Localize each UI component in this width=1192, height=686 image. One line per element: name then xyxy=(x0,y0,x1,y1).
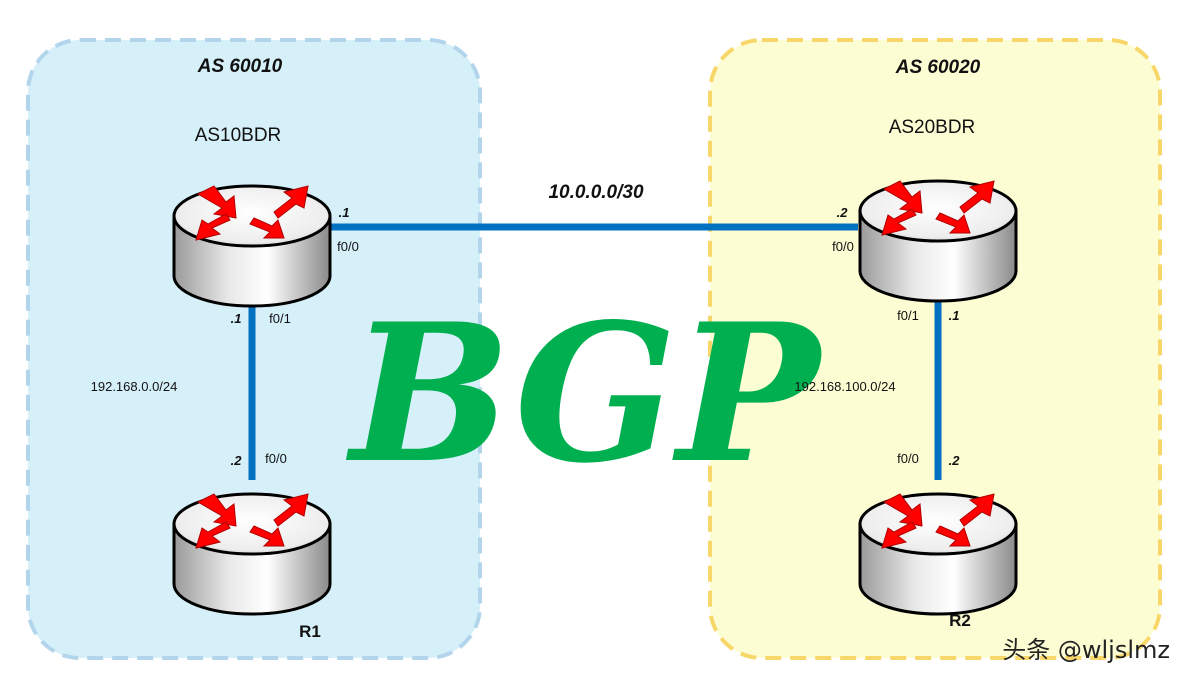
router-icon xyxy=(858,179,1018,303)
router-r2[interactable] xyxy=(858,492,1018,616)
wan-subnet-label: 10.0.0.0/30 xyxy=(548,182,644,203)
wan-left-host: .1 xyxy=(339,205,350,220)
lan-right-bottom-host: .2 xyxy=(949,453,961,468)
router-icon xyxy=(172,184,332,308)
router-r1[interactable] xyxy=(172,492,332,616)
lan-left-bottom-iface: f0/0 xyxy=(265,451,287,466)
router-as20bdr[interactable] xyxy=(858,179,1018,303)
zone-title-right: AS 60020 xyxy=(895,57,981,78)
router-name-as20bdr: AS20BDR xyxy=(889,117,976,138)
router-as10bdr[interactable] xyxy=(172,184,332,308)
lan-right-top-host: .1 xyxy=(949,308,960,323)
lan-right-subnet: 192.168.100.0/24 xyxy=(794,379,895,394)
lan-right-top-iface: f0/1 xyxy=(897,308,919,323)
zone-title-left: AS 60010 xyxy=(197,56,283,77)
watermark-text: 头条 @wljslmz xyxy=(1002,636,1170,664)
lan-left-top-host: .1 xyxy=(231,311,242,326)
lan-left-subnet: 192.168.0.0/24 xyxy=(91,379,178,394)
wan-right-iface: f0/0 xyxy=(832,239,854,254)
router-name-as10bdr: AS10BDR xyxy=(195,125,282,146)
router-icon xyxy=(858,492,1018,616)
wan-right-host: .2 xyxy=(837,205,849,220)
wan-left-iface: f0/0 xyxy=(337,239,359,254)
router-name-r1: R1 xyxy=(299,622,321,641)
router-name-r2: R2 xyxy=(949,611,971,630)
lan-left-bottom-host: .2 xyxy=(231,453,243,468)
lan-left-top-iface: f0/1 xyxy=(269,311,291,326)
router-icon xyxy=(172,492,332,616)
lan-right-bottom-iface: f0/0 xyxy=(897,451,919,466)
bgp-overlay-text: BGP xyxy=(345,282,824,505)
